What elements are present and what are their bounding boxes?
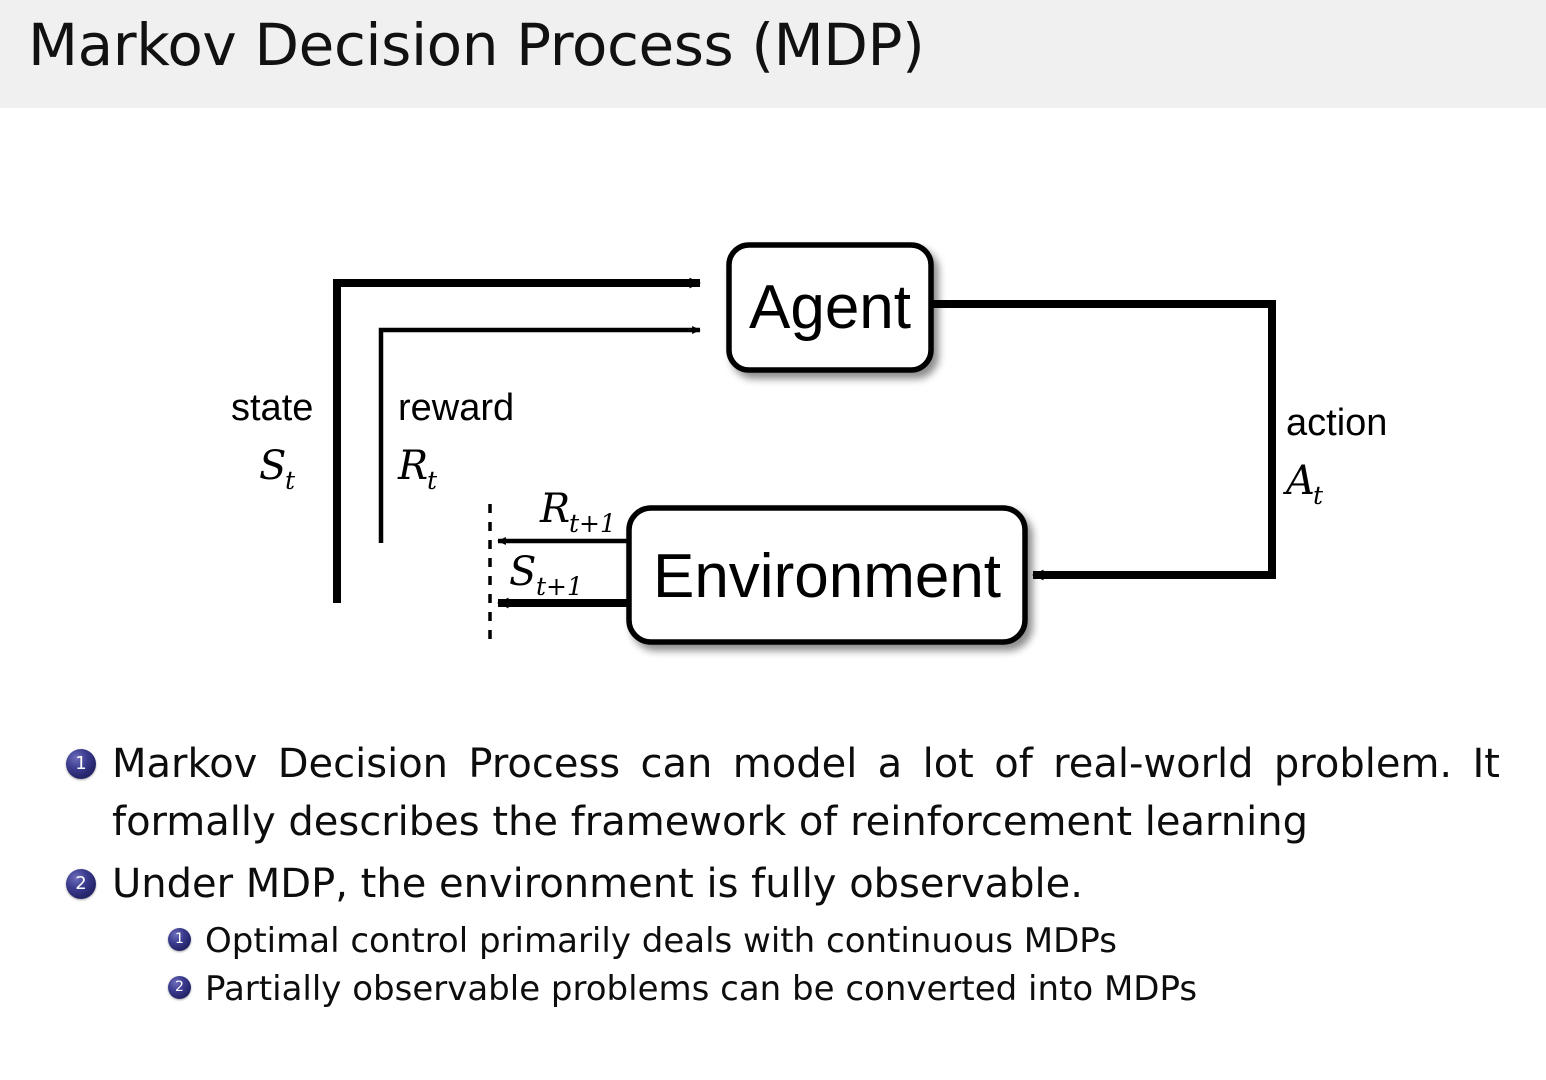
list-item: 2 Partially observable problems can be c… [0, 965, 1546, 1013]
agent-node: Agent [726, 242, 934, 373]
agent-node-label: Agent [749, 273, 911, 342]
environment-node: Environment [626, 505, 1028, 645]
environment-node-label: Environment [653, 542, 1001, 611]
action-label-symbol: A [1282, 458, 1315, 504]
sub-bullet-text: Optimal control primarily deals with con… [205, 921, 1117, 961]
sub-bullet-marker-2: 2 [168, 976, 191, 1000]
sub-bullet-text: Partially observable problems can be con… [205, 969, 1198, 1010]
bullet-text: Markov Decision Process can model a lot … [112, 741, 1500, 845]
list-item: 1 Markov Decision Process can model a lo… [0, 735, 1546, 851]
bullet-marker-1: 1 [66, 749, 96, 779]
state-label-word: state [231, 387, 313, 429]
reward-feedback-path [378, 325, 701, 543]
bullet-list: 1 Markov Decision Process can model a lo… [0, 735, 1546, 1014]
mdp-diagram: Agent Environment state S t reward R t a… [0, 108, 1546, 698]
next-reward-symbol: R [539, 486, 570, 532]
next-state-subscript: t+1 [536, 572, 583, 601]
list-item: 1 Optimal control primarily deals with c… [0, 917, 1546, 965]
action-label-group: action A t [1282, 402, 1387, 510]
next-reward-subscript: t+1 [569, 509, 616, 538]
reward-label-word: reward [398, 387, 514, 429]
list-item: 2 Under MDP, the environment is fully ob… [0, 855, 1546, 913]
state-label-symbol: S [259, 443, 286, 489]
reward-label-symbol: R [397, 443, 428, 489]
slide-header-band [0, 0, 1546, 108]
reward-label-subscript: t [427, 466, 438, 495]
page-title: Markov Decision Process (MDP) [28, 11, 925, 79]
state-feedback-path [333, 277, 701, 603]
reward-label-group: reward R t [397, 387, 514, 495]
state-label-subscript: t [285, 466, 296, 495]
next-state-symbol: S [509, 549, 536, 595]
action-path [931, 300, 1276, 581]
sub-bullet-marker-1: 1 [168, 928, 191, 951]
action-label-word: action [1286, 402, 1387, 444]
action-label-subscript: t [1313, 481, 1324, 510]
bullet-marker-2: 2 [66, 869, 96, 899]
bullet-text: Under MDP, the environment is fully obse… [112, 861, 1083, 907]
next-reward-label-group: R t+1 [539, 486, 616, 538]
next-state-label-group: S t+1 [509, 549, 583, 601]
state-label-group: state S t [231, 387, 313, 495]
